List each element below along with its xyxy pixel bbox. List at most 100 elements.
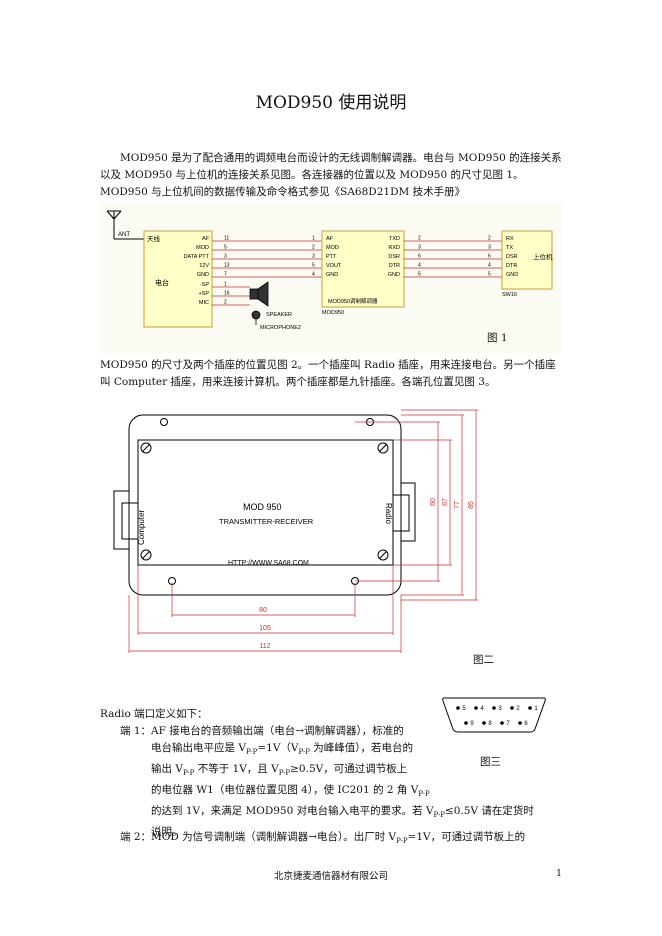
subtitle-label: TRANSMITTER-RECEIVER — [219, 517, 314, 526]
db9-pin-number: 5 — [462, 706, 466, 712]
radio-pin-label: MIC — [199, 300, 209, 306]
page-number: 1 — [556, 868, 563, 879]
radio-pin-label: MOD — [196, 245, 209, 251]
model-label: MOD 950 — [243, 502, 282, 512]
mod-right-pin-label: TXD — [389, 236, 400, 242]
mod-left-pin-number: 1 — [312, 236, 315, 242]
mod-left-pin-number: 3 — [312, 254, 315, 260]
mod-under-label: MOD950 — [322, 310, 344, 316]
dimension-paragraph: MOD950 的尺寸及两个插座的位置见图 2。一个插座叫 Radio 插座，用来… — [100, 359, 556, 388]
footer-company: 北京捷麦通信器材有限公司 — [273, 871, 388, 882]
port-1-line: AF 接电台的音频输出端（电台→调制解调器），标准的 — [151, 725, 404, 737]
mod-right-pin-label: DSR — [388, 254, 400, 260]
speaker-icon — [249, 281, 269, 307]
db9-pin — [456, 706, 460, 710]
mod-left-pin-number: 2 — [312, 245, 315, 251]
port-1-line: 电台输出电平应是 VP-P=1V（VP-P 为峰峰值），若电台的 — [151, 742, 414, 757]
db9-pin-number: 9 — [470, 721, 474, 727]
dimension-label-vertical: 67 — [442, 498, 449, 506]
computer-label: Computer — [137, 510, 146, 545]
computer-connector — [113, 490, 130, 550]
db9-pin-number: 7 — [506, 721, 510, 727]
radio-pin-number: 1 — [224, 282, 227, 288]
port-1-definition: 端 1： AF 接电台的音频输出端（电台→调制解调器），标准的电台输出电平应是 … — [120, 723, 562, 841]
url-label: HTTP://WWW.SA68.COM — [228, 560, 309, 567]
ports-intro: Radio 端口定义如下： — [100, 708, 208, 720]
db9-pin-number: 1 — [534, 706, 538, 712]
db9-pin — [500, 721, 504, 725]
port-1-line: 的电位器 W1（电位器位置见图 4），使 IC201 的 2 角 VP-P — [151, 784, 430, 799]
mod-left-pin-label: MOD — [326, 245, 339, 251]
radio-connector — [400, 482, 416, 542]
computer-connector-shell — [121, 502, 139, 540]
antenna-icon — [106, 210, 144, 240]
db9-pin — [492, 706, 496, 710]
dimension-label-horizontal: 80 — [259, 607, 267, 614]
db9-pin-number: 3 — [498, 706, 502, 712]
db9-pin-number: 8 — [488, 721, 492, 727]
host-box — [501, 230, 553, 290]
radio-name: 电台 — [155, 278, 169, 287]
host-pin-number: 3 — [488, 245, 491, 251]
microphone-label: MICROPHONE2 — [260, 325, 301, 331]
host-pin-label: DTR — [506, 263, 517, 269]
radio-top-label: 天线 — [147, 234, 161, 243]
mod-left-pin-number: 5 — [312, 263, 315, 269]
dimension-label-vertical: 60 — [430, 498, 437, 506]
dimension-drawing: MOD 950 TRANSMITTER-RECEIVER HTTP://WWW.… — [100, 405, 480, 659]
host-pin-number: 6 — [488, 254, 491, 260]
speaker-label: SPEAKER — [266, 312, 292, 318]
port-2-text: MOD 为信号调制端（调制解调器→电台）。出厂时 VP-P=1V，可通过调节板上… — [151, 831, 526, 846]
host-pin-label: RX — [506, 236, 514, 242]
radio-connector-shell — [392, 494, 410, 532]
radio-pin-number: 16 — [224, 291, 230, 297]
mod-right-pin-number: 2 — [418, 236, 421, 242]
radio-label: Radio — [384, 503, 393, 524]
mod-left-pin-label: GND — [326, 272, 338, 278]
db9-pin — [518, 721, 522, 725]
screw-icon — [140, 549, 152, 561]
port-1-label: 端 1： — [120, 725, 152, 737]
screw-icon — [377, 442, 389, 454]
db9-pin — [464, 721, 468, 725]
mod-right-pin-label: DTR — [389, 263, 400, 269]
radio-pin-number: 5 — [224, 245, 227, 251]
radio-pin-number: 7 — [224, 272, 227, 278]
mod-left-pin-number: 4 — [312, 272, 315, 278]
db9-pin — [474, 706, 478, 710]
radio-pin-label: 12V — [199, 263, 209, 269]
host-pin-label: GND — [506, 272, 518, 278]
mod-left-pin-label: VOUT — [326, 263, 342, 269]
mod-right-pin-number: 6 — [418, 254, 421, 260]
radio-pin-label: GND — [197, 272, 209, 278]
dimension-label-vertical: 85 — [468, 501, 475, 509]
host-pin-number: 4 — [488, 263, 491, 269]
mod-left-pin-label: AF — [326, 236, 334, 242]
ant-label: ANT — [118, 232, 130, 238]
db9-pin — [482, 721, 486, 725]
radio-pin-number: 11 — [224, 236, 229, 242]
dimension-label-horizontal: 105 — [259, 625, 271, 632]
intro-paragraph: MOD950 是为了配合通用的调频电台而设计的无线调制解调器。电台与 MOD95… — [100, 152, 562, 198]
db9-pin — [510, 706, 514, 710]
figure-1-caption: 图 1 — [487, 332, 508, 344]
mod-left-pin-label: PTT — [326, 254, 337, 260]
port-1-line: 的达到 1V，来满足 MOD950 对电台输入电平的要求。若 VP-P≤0.5V… — [151, 805, 534, 820]
host-pin-label: TX — [506, 245, 513, 251]
radio-pin-label: DATA PTT — [184, 254, 210, 260]
microphone-icon — [251, 310, 261, 325]
screw-icon — [140, 442, 152, 454]
radio-pin-label: -SP — [200, 282, 210, 288]
page-title: MOD950 使用说明 — [255, 93, 407, 113]
host-name: 上位机 — [533, 252, 553, 261]
mod-right-pin-number: 5 — [418, 272, 421, 278]
radio-pin-label: AF — [202, 236, 210, 242]
port-2-label: 端 2： — [120, 831, 152, 843]
db9-pin — [528, 706, 532, 710]
port-1-text: AF 接电台的音频输出端（电台→调制解调器），标准的电台输出电平应是 VP-P=… — [151, 723, 534, 841]
host-pin-number: 2 — [488, 236, 491, 242]
mod-box — [321, 230, 405, 308]
dimension-label-vertical: 77 — [454, 501, 461, 509]
mod-name: MOD950调制解调器 — [328, 297, 378, 305]
db9-pin-number: 6 — [524, 721, 528, 727]
